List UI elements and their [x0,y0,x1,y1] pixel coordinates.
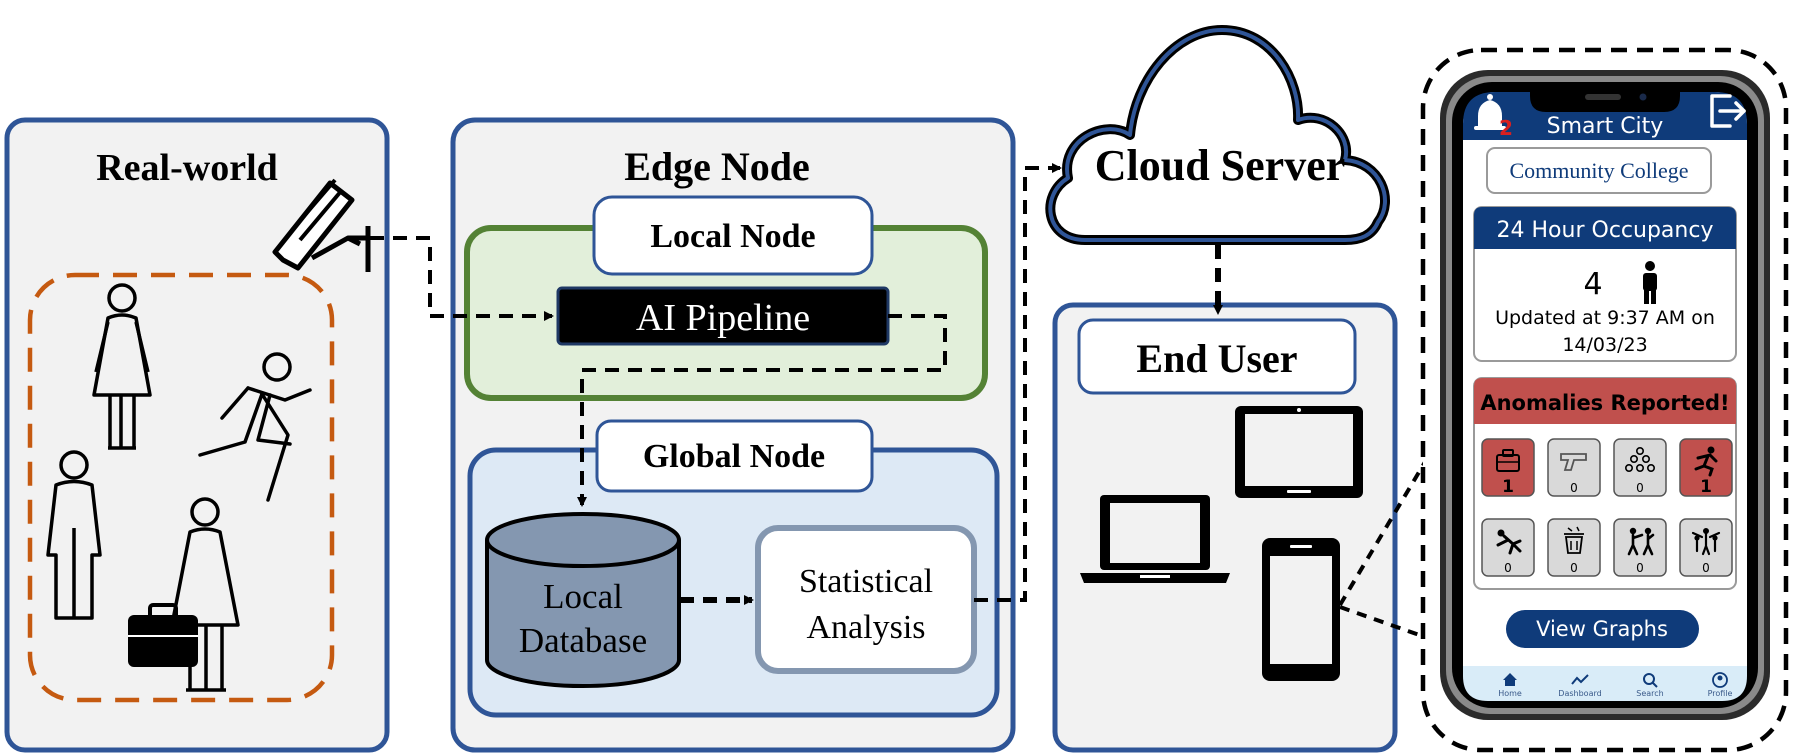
anomaly-tile[interactable]: 0 [1481,518,1535,577]
fighting-icon [1627,527,1655,556]
notification-bell-icon[interactable]: 2 [1474,94,1513,140]
anomaly-count: 1 [1700,477,1712,497]
nav-label: Profile [1708,689,1733,698]
local-node-box: Local Node AI Pipeline [464,195,988,401]
tablet-icon [1235,406,1363,498]
man-standing-icon [46,450,102,620]
anomaly-tile[interactable]: 0 [1679,518,1733,577]
bottom-nav: Home Dashboard Search Profile [1498,672,1733,698]
ai-pipeline-to-database-arrow [577,314,947,507]
gun-icon [1560,453,1587,471]
ai-pipeline-label: AI Pipeline [636,297,810,339]
occupancy-title: 24 Hour Occupancy [1497,218,1714,243]
nav-label: Home [1498,689,1522,698]
crowd-icon [1625,447,1656,473]
nav-label: Search [1636,689,1663,698]
real-world-title: Real-world [96,147,278,189]
littering-icon [1564,526,1584,554]
smartphone-icon [1262,538,1340,681]
occupancy-updated-line2: 14/03/23 [1562,334,1647,356]
view-graphs-button[interactable] [1506,610,1699,648]
running-person-icon [198,352,312,502]
location-label: Community College [1509,158,1688,183]
notification-count-badge: 2 [1499,116,1513,140]
connectors [370,163,1427,639]
end-user-label: End User [1136,336,1297,381]
cloud-server-label: Cloud Server [1095,141,1346,190]
nav-label: Dashboard [1558,689,1601,698]
anomalies-title: Anomalies Reported! [1480,391,1729,415]
local-database-icon: Local Database [485,512,681,688]
nav-item-profile[interactable]: Profile [1708,672,1733,698]
anomaly-tile[interactable]: 0 [1547,518,1601,577]
anomaly-count: 0 [1636,481,1644,495]
briefcase-icon [1496,449,1520,472]
briefcase-icon [128,603,198,667]
profile-icon [1712,672,1728,688]
occupancy-count: 4 [1583,267,1602,302]
gathering-icon [1691,528,1721,556]
occupancy-updated-line1: Updated at 9:37 AM on [1495,307,1715,329]
global-node-box: Global Node Local Database Statistical A… [467,419,1000,718]
anomaly-count: 0 [1702,561,1710,575]
location-selector[interactable] [1486,147,1712,194]
cloud-icon [1045,25,1390,245]
view-graphs-label: View Graphs [1536,617,1668,641]
anomalies-card: Anomalies Reported! 1 0 0 1 0 0 0 0 [1473,377,1737,590]
statistics-to-cloud-arrow [974,163,1062,602]
anomaly-tile[interactable]: 1 [1679,438,1733,497]
cctv-camera-icon [272,178,371,272]
nav-item-home[interactable]: Home [1498,673,1522,698]
local-database-label-line2: Database [519,621,647,660]
camera-to-ai-pipeline-arrow [370,236,554,321]
laptop-icon [1080,495,1230,583]
falling-person-icon [1496,529,1522,555]
edge-node-title: Edge Node [624,144,810,189]
cloud-server: Cloud Server [1045,25,1390,245]
anomaly-count: 0 [1570,561,1578,575]
end-user-panel: End User [1052,302,1398,753]
anomaly-tile[interactable]: 0 [1613,518,1667,577]
person-icon [1643,261,1657,304]
phone-callout: 2 Smart City Community College 24 Hour O… [1420,47,1789,753]
local-database-label-line1: Local [543,577,623,616]
anomaly-tile[interactable]: 0 [1613,438,1667,497]
occupancy-card: 24 Hour Occupancy 4 Updated at 9:37 AM o… [1473,206,1737,362]
statistical-analysis-label-line1: Statistical [799,563,933,600]
statistical-analysis-label-line2: Analysis [807,609,926,646]
smartphone-callout-line-bottom [1339,605,1426,639]
smartphone-callout-line-top [1338,460,1427,607]
local-node-label: Local Node [650,218,815,255]
home-icon [1503,673,1517,686]
real-world-panel: Real-world [4,117,390,753]
anomaly-count: 0 [1570,481,1578,495]
anomaly-count: 1 [1502,477,1514,497]
woman-standing-icon [92,283,152,450]
anomaly-tile[interactable]: 0 [1547,438,1601,497]
logout-icon[interactable] [1710,94,1746,128]
dashboard-icon [1571,674,1589,685]
nav-item-dashboard[interactable]: Dashboard [1558,674,1602,698]
anomaly-count: 0 [1504,561,1512,575]
search-icon [1643,673,1658,688]
anomaly-grid: 1 0 0 1 0 0 0 0 [1481,438,1733,577]
app-title: Smart City [1547,114,1664,139]
anomaly-count: 0 [1636,561,1644,575]
running-person-icon [1694,446,1718,477]
nav-item-search[interactable]: Search [1636,673,1664,698]
global-node-label: Global Node [643,438,825,475]
anomaly-tile[interactable]: 1 [1481,438,1535,497]
edge-node-panel: Edge Node Local Node AI Pipeline Global … [450,117,1016,753]
